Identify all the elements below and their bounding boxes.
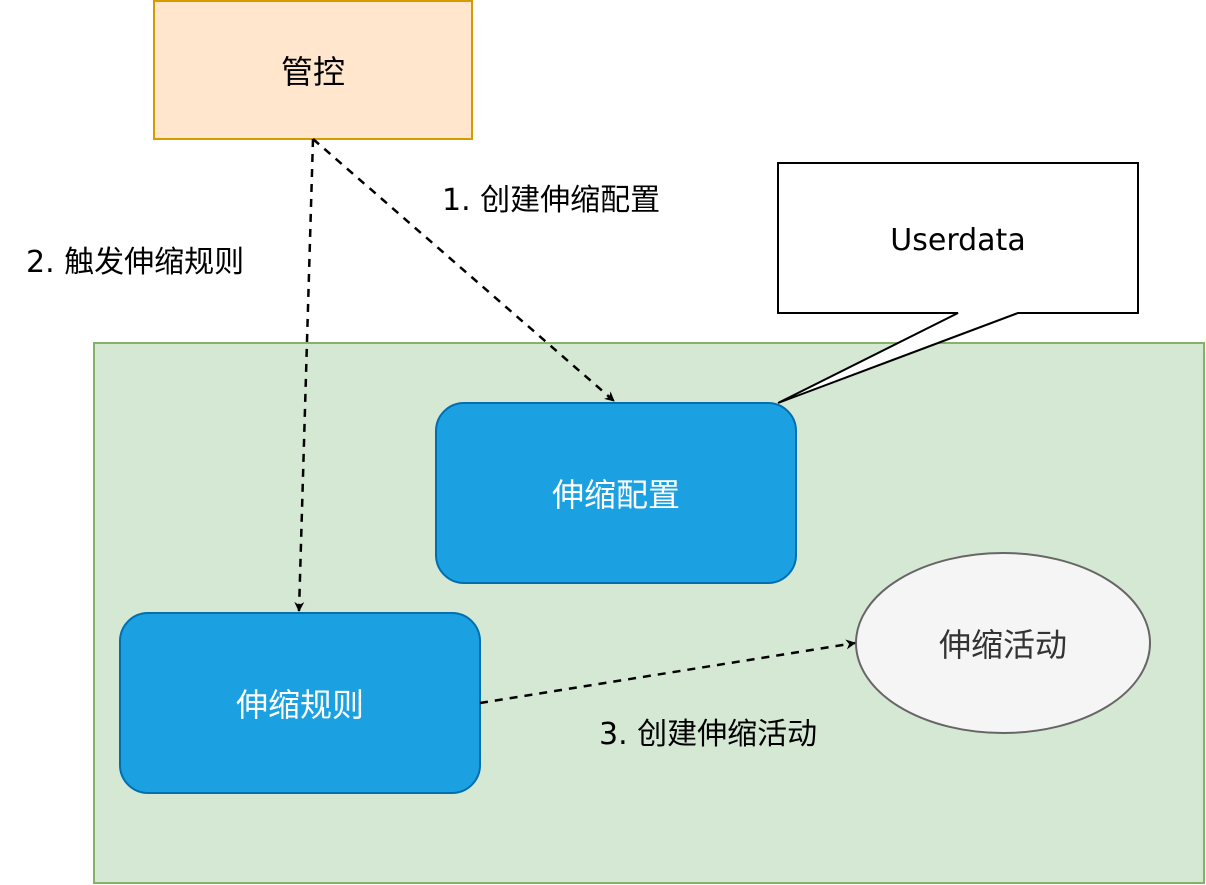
edge-create-activity-label: 3. 创建伸缩活动 — [599, 717, 817, 752]
userdata-label: Userdata — [890, 223, 1025, 258]
scaling-activity-label: 伸缩活动 — [939, 626, 1067, 664]
scaling-rule-label: 伸缩规则 — [236, 686, 364, 724]
scaling-rule-node: 伸缩规则 — [119, 612, 481, 794]
scaling-activity-node: 伸缩活动 — [855, 552, 1151, 734]
userdata-callout: Userdata — [777, 162, 1139, 404]
edge-trigger-rule-arrow — [294, 138, 315, 612]
control-label: 管控 — [281, 53, 345, 91]
edge-create-config-arrow — [312, 138, 615, 402]
edge-create-activity-arrow — [479, 639, 856, 705]
control-node: 管控 — [153, 0, 473, 140]
scaling-config-node: 伸缩配置 — [435, 402, 797, 584]
edge-create-config-label: 1. 创建伸缩配置 — [442, 183, 660, 218]
edge-trigger-rule-label: 2. 触发伸缩规则 — [26, 245, 244, 280]
scaling-config-label: 伸缩配置 — [552, 476, 680, 514]
